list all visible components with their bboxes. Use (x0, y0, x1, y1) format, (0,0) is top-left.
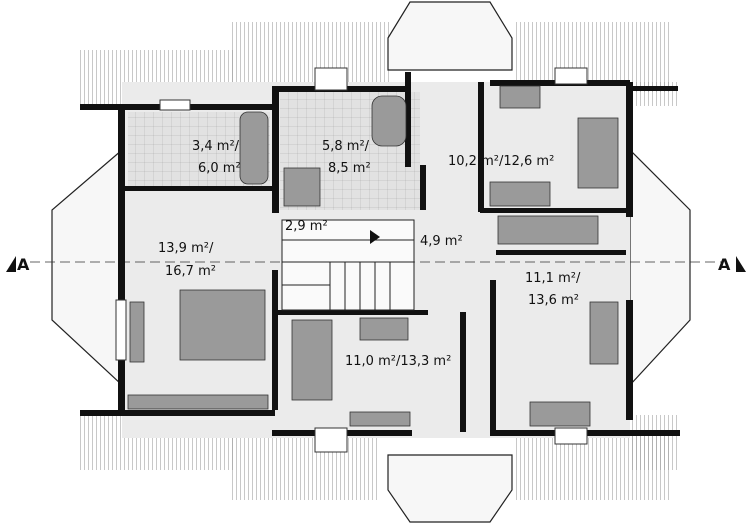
wall-bedroom-s-east (460, 312, 466, 432)
window-w (115, 299, 127, 361)
roof-n-left (230, 22, 390, 88)
wardrobe-e (589, 301, 619, 365)
cabinet-e (497, 215, 599, 245)
furniture (127, 85, 619, 427)
dormer-south (387, 454, 513, 523)
label-bedroom-e-1: 11,1 m²/ (525, 271, 581, 286)
desk-w (129, 301, 145, 363)
dormer-outlines (51, 1, 691, 523)
bathtub-corner (371, 95, 407, 147)
section-label-right: A (718, 255, 731, 274)
wall-bedroom-e-north (496, 250, 626, 255)
label-bedroom-s: 11,0 m²/13,3 m² (345, 354, 451, 369)
stair-box (281, 219, 415, 311)
wall-main-bath-east (405, 72, 411, 167)
section-marker-left: A (6, 255, 30, 274)
window-s1 (314, 427, 348, 453)
bed-w (179, 289, 266, 361)
roof-se (630, 415, 678, 470)
label-bedroom-ne: 10,2 m²/12,6 m² (448, 154, 554, 169)
wall-west (118, 108, 125, 413)
wardrobe-w (127, 394, 269, 410)
wall-south-west (80, 410, 275, 416)
section-arrow-right (736, 256, 746, 272)
section-arrow-left (6, 256, 16, 272)
desk-e (529, 401, 591, 427)
wall-east-low (626, 300, 633, 420)
bed-ne (577, 117, 619, 189)
section-marker-right: A (718, 255, 746, 274)
label-bedroom-w-2: 16,7 m² (165, 264, 216, 279)
shower (283, 167, 321, 207)
windows (115, 67, 588, 453)
bathtub-small (239, 111, 269, 185)
desk-ne (489, 181, 551, 207)
wall-west-room-east (272, 270, 278, 410)
window-n1 (159, 99, 191, 111)
cabinet-s (359, 317, 409, 341)
wall-bath-south (125, 186, 275, 191)
bay-west (51, 148, 123, 387)
bay-east (629, 148, 691, 387)
label-bedroom-w-1: 13,9 m²/ (158, 241, 214, 256)
label-bath-small-2: 6,0 m² (198, 161, 241, 176)
wall-bath-divider (272, 88, 279, 213)
roof-s-left (230, 435, 380, 500)
staircase (281, 219, 415, 311)
roof-ne (630, 82, 678, 106)
section-label-left: A (17, 255, 30, 274)
wall-ne-south (480, 208, 628, 213)
label-bath-small-1: 3,4 m²/ (192, 139, 240, 154)
bed-s (291, 319, 333, 401)
label-hall: 4,9 m² (420, 234, 463, 249)
wall-hall-east (478, 82, 484, 212)
dormer-north (387, 1, 513, 71)
stair-arrow (370, 230, 380, 244)
label-bedroom-e-2: 13,6 m² (528, 293, 579, 308)
room-labels: 3,4 m²/ 6,0 m² 5,8 m²/ 8,5 m² 10,2 m²/12… (158, 139, 581, 369)
wall-bedroom-e-west (490, 280, 496, 430)
wall-east (626, 82, 633, 217)
label-bath-main-2: 8,5 m² (328, 161, 371, 176)
sofa-ne (499, 85, 541, 109)
window-s2 (554, 427, 588, 445)
window-n2 (314, 67, 348, 91)
wall-bedroom-s-north (278, 310, 428, 315)
label-landing: 2,9 m² (285, 219, 328, 234)
window-n3 (554, 67, 588, 85)
desk-s (349, 411, 411, 427)
wall-ne-ext (630, 86, 678, 91)
label-bath-main-1: 5,8 m²/ (322, 139, 370, 154)
wall-diagonal (420, 165, 426, 210)
